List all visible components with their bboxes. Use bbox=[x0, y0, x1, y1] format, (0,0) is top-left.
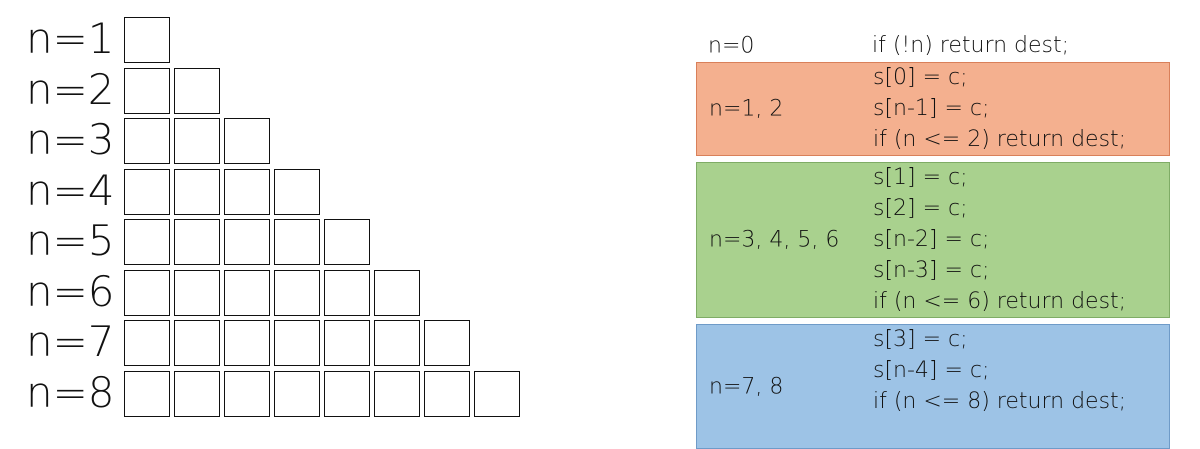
code-line: if (n <= 2) return dest; bbox=[873, 127, 1127, 152]
empty-cell bbox=[424, 320, 470, 366]
empty-cell bbox=[374, 370, 420, 417]
code-line: if (n <= 8) return dest; bbox=[873, 389, 1127, 414]
row-label: n=3 bbox=[26, 115, 115, 164]
empty-cell bbox=[224, 320, 270, 366]
code-line: s[n-2] = c; bbox=[873, 227, 990, 252]
empty-cell bbox=[174, 168, 220, 215]
code-line: if (!n) return dest; bbox=[872, 33, 1070, 58]
band-label: n=0 bbox=[708, 33, 755, 59]
row-label: n=7 bbox=[26, 317, 115, 366]
row-label: n=8 bbox=[26, 367, 115, 417]
band-label: n=7, 8 bbox=[709, 374, 784, 399]
cell-group bbox=[124, 219, 374, 265]
empty-cell bbox=[124, 17, 170, 63]
empty-cell bbox=[174, 320, 220, 366]
empty-cell bbox=[124, 168, 170, 215]
empty-cell bbox=[424, 370, 470, 417]
empty-cell bbox=[174, 269, 220, 316]
cell-group bbox=[124, 17, 174, 63]
band-n1-2: n=1, 2 s[0] = c; s[n-1] = c; if (n <= 2)… bbox=[696, 62, 1170, 156]
row-label: n=5 bbox=[26, 216, 115, 265]
code-blocks: n=0 if (!n) return dest; n=1, 2 s[0] = c… bbox=[696, 30, 1170, 449]
empty-cell bbox=[124, 370, 170, 417]
band-n3-6: n=3, 4, 5, 6 s[1] = c; s[2] = c; s[n-2] … bbox=[696, 162, 1170, 318]
code-line: s[2] = c; bbox=[873, 196, 968, 221]
band-n0: n=0 if (!n) return dest; bbox=[696, 30, 1170, 62]
code-line: if (n <= 6) return dest; bbox=[873, 289, 1127, 314]
empty-cell bbox=[274, 320, 320, 366]
band-label: n=3, 4, 5, 6 bbox=[709, 227, 840, 253]
code-line: s[3] = c; bbox=[873, 327, 968, 352]
row-label: n=1 bbox=[26, 14, 115, 63]
empty-cell bbox=[274, 219, 320, 265]
code-line: s[0] = c; bbox=[873, 65, 968, 90]
empty-cell bbox=[124, 320, 170, 366]
empty-cell bbox=[224, 269, 270, 316]
cell-group bbox=[124, 67, 224, 114]
code-lines: if (!n) return dest; bbox=[872, 30, 1069, 61]
row-label: n=6 bbox=[26, 266, 115, 316]
empty-cell bbox=[324, 219, 370, 265]
code-line: s[n-1] = c; bbox=[873, 96, 990, 121]
code-lines: s[0] = c; s[n-1] = c; if (n <= 2) return… bbox=[873, 62, 1126, 155]
empty-cell bbox=[124, 219, 170, 265]
empty-cell bbox=[174, 370, 220, 417]
empty-cell bbox=[174, 67, 220, 114]
cell-group bbox=[124, 320, 474, 366]
empty-cell bbox=[474, 370, 520, 417]
cell-group bbox=[124, 168, 324, 215]
empty-cell bbox=[374, 320, 420, 366]
empty-cell bbox=[224, 370, 270, 417]
row-label: n=2 bbox=[26, 64, 115, 114]
cell-group bbox=[124, 118, 274, 164]
empty-cell bbox=[224, 168, 270, 215]
empty-cell bbox=[174, 118, 220, 164]
empty-cell bbox=[374, 269, 420, 316]
band-n7-8: n=7, 8 s[3] = c; s[n-4] = c; if (n <= 8)… bbox=[696, 324, 1170, 449]
empty-cell bbox=[124, 118, 170, 164]
code-lines: s[3] = c; s[n-4] = c; if (n <= 8) return… bbox=[873, 324, 1126, 417]
empty-cell bbox=[324, 269, 370, 316]
empty-cell bbox=[274, 370, 320, 417]
code-line: s[n-4] = c; bbox=[873, 358, 990, 383]
empty-cell bbox=[324, 370, 370, 417]
band-label: n=1, 2 bbox=[709, 96, 784, 122]
row-label: n=4 bbox=[26, 165, 115, 215]
empty-cell bbox=[124, 67, 170, 114]
empty-cell bbox=[224, 219, 270, 265]
code-line: s[n-3] = c; bbox=[873, 258, 990, 283]
empty-cell bbox=[124, 269, 170, 316]
empty-cell bbox=[324, 320, 370, 366]
empty-cell bbox=[174, 219, 220, 265]
cell-group bbox=[124, 370, 524, 417]
empty-cell bbox=[224, 118, 270, 164]
code-line: s[1] = c; bbox=[873, 165, 968, 190]
empty-cell bbox=[274, 168, 320, 215]
empty-cell bbox=[274, 269, 320, 316]
cell-group bbox=[124, 269, 424, 316]
code-lines: s[1] = c; s[2] = c; s[n-2] = c; s[n-3] =… bbox=[873, 162, 1126, 317]
